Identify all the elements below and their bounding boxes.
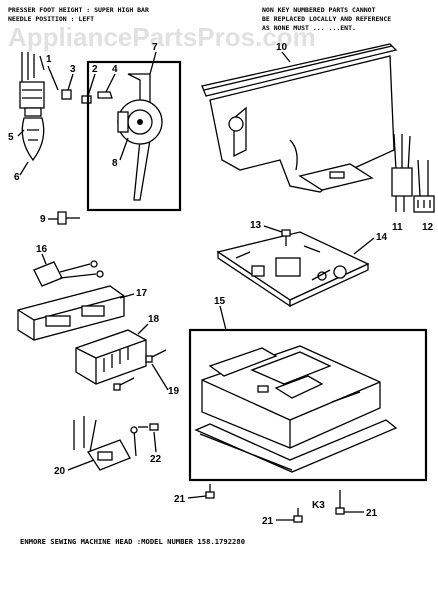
- callout-20: 20: [54, 466, 66, 477]
- callout-21-left: 21: [174, 494, 186, 505]
- base-tray: [194, 419, 398, 473]
- callout-13: 13: [250, 220, 262, 231]
- callout-11: 11: [392, 222, 403, 233]
- note-non-key-parts-3: AS NONE MUST ... ...ENT.: [262, 24, 356, 32]
- callout-1: 1: [46, 54, 52, 65]
- screws-19: [113, 349, 167, 391]
- switch-16: [33, 260, 104, 287]
- callout-14: 14: [376, 232, 388, 243]
- wire-leads: [391, 133, 413, 212]
- callout-4: 4: [112, 64, 118, 75]
- note-presser-foot: PRESSER FOOT HEIGHT : SUPER HIGH BAR: [8, 6, 149, 14]
- motor-bracket: [117, 73, 163, 201]
- callout-3: 3: [70, 64, 76, 75]
- circuit-board: [216, 231, 370, 308]
- callout-k3: K3: [312, 500, 325, 511]
- diagram-caption: ENMORE SEWING MACHINE HEAD :MODEL NUMBER…: [20, 537, 245, 546]
- watermark: AppliancePartsPros.com: [8, 22, 316, 52]
- controller-18: [75, 329, 147, 385]
- base-inset-box: [188, 328, 428, 482]
- callout-7: 7: [152, 42, 158, 53]
- callout-15: 15: [214, 296, 226, 307]
- screws-21: [205, 484, 345, 523]
- callout-21-center: 21: [262, 516, 274, 527]
- light-bulb: [21, 117, 45, 162]
- callout-6: 6: [14, 172, 20, 183]
- note-non-key-parts-1: NON KEY NUMBERED PARTS CANNOT: [262, 6, 376, 14]
- screw-9: [57, 211, 80, 225]
- callout-9: 9: [40, 214, 46, 225]
- callout-22: 22: [150, 454, 162, 465]
- note-non-key-parts-2: BE REPLACED LOCALLY AND REFERENCE: [262, 15, 391, 23]
- callout-2: 2: [92, 64, 98, 75]
- callout-10: 10: [276, 42, 288, 53]
- small-hardware: [47, 65, 113, 104]
- plug-connector: [413, 159, 435, 213]
- screw-22: [138, 423, 159, 431]
- machine-head: [201, 43, 398, 193]
- board-screw: [281, 229, 291, 246]
- machine-base: [201, 345, 381, 449]
- callout-16: 16: [36, 244, 48, 255]
- note-needle-position: NEEDLE POSITION : LEFT: [8, 15, 94, 23]
- callout-17: 17: [136, 288, 148, 299]
- callout-5: 5: [8, 132, 14, 143]
- callout-19: 19: [168, 386, 180, 397]
- switch-20: [73, 416, 138, 471]
- callout-8: 8: [112, 158, 118, 169]
- lamp-socket: [19, 52, 45, 117]
- callout-21-right: 21: [366, 508, 378, 519]
- housing-17: [17, 285, 125, 341]
- callout-12: 12: [422, 222, 434, 233]
- callout-18: 18: [148, 314, 160, 325]
- inset-box: [86, 60, 182, 212]
